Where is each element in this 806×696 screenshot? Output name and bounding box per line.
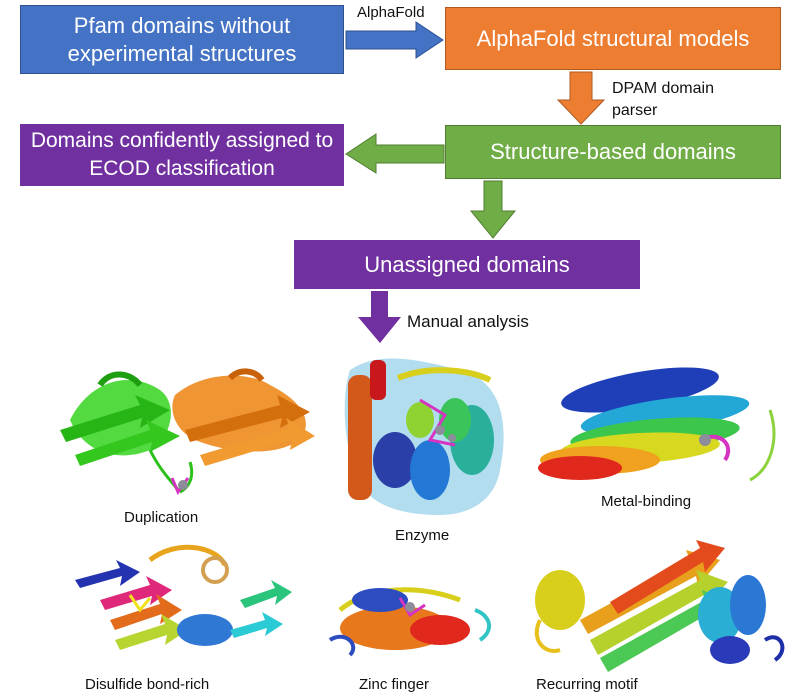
pfam-node: Pfam domains without experimental struct… (20, 5, 344, 74)
unassigned-node: Unassigned domains (294, 240, 640, 289)
dpam-edge-label-1: DPAM domain (612, 80, 714, 97)
unassigned-node-label: Unassigned domains (364, 251, 570, 277)
metal-binding-structure-image (538, 367, 776, 482)
example-caption-disulfide: Disulfide bond-rich (85, 676, 210, 693)
duplication-structure-image (60, 368, 315, 496)
pfam-node-label: Pfam domains without experimental struct… (67, 12, 297, 66)
dpam-arrow (556, 71, 606, 125)
example-caption-motif: Recurring motif (536, 676, 638, 693)
structure-domains-label: Structure-based domains (490, 139, 736, 164)
ecod-arrow (345, 133, 445, 174)
example-caption-enzyme: Enzyme (395, 527, 450, 544)
enzyme-structure-image (344, 358, 504, 515)
disulfide-structure-image (75, 544, 292, 650)
manual-arrow (358, 291, 401, 343)
unassigned-arrow (469, 180, 517, 239)
dpam-edge-label-2: parser (612, 102, 658, 119)
zinc-finger-structure-image (328, 587, 491, 657)
ecod-node: Domains confidently assigned to ECOD cla… (20, 124, 344, 186)
example-caption-metal: Metal-binding (601, 493, 692, 510)
ecod-node-label: Domains confidently assigned to ECOD cla… (30, 129, 334, 180)
structure-domains-node: Structure-based domains (445, 125, 781, 179)
example-caption-duplication: Duplication (124, 509, 199, 526)
alphafold-models-label: AlphaFold structural models (476, 25, 750, 51)
alphafold-edge-label: AlphaFold (357, 4, 425, 21)
recurring-motif-structure-image (534, 540, 785, 672)
manual-edge-label: Manual analysis (407, 312, 529, 331)
example-caption-zinc: Zinc finger (359, 676, 430, 693)
alphafold-arrow (345, 21, 444, 59)
alphafold-models-node: AlphaFold structural models (445, 7, 781, 70)
